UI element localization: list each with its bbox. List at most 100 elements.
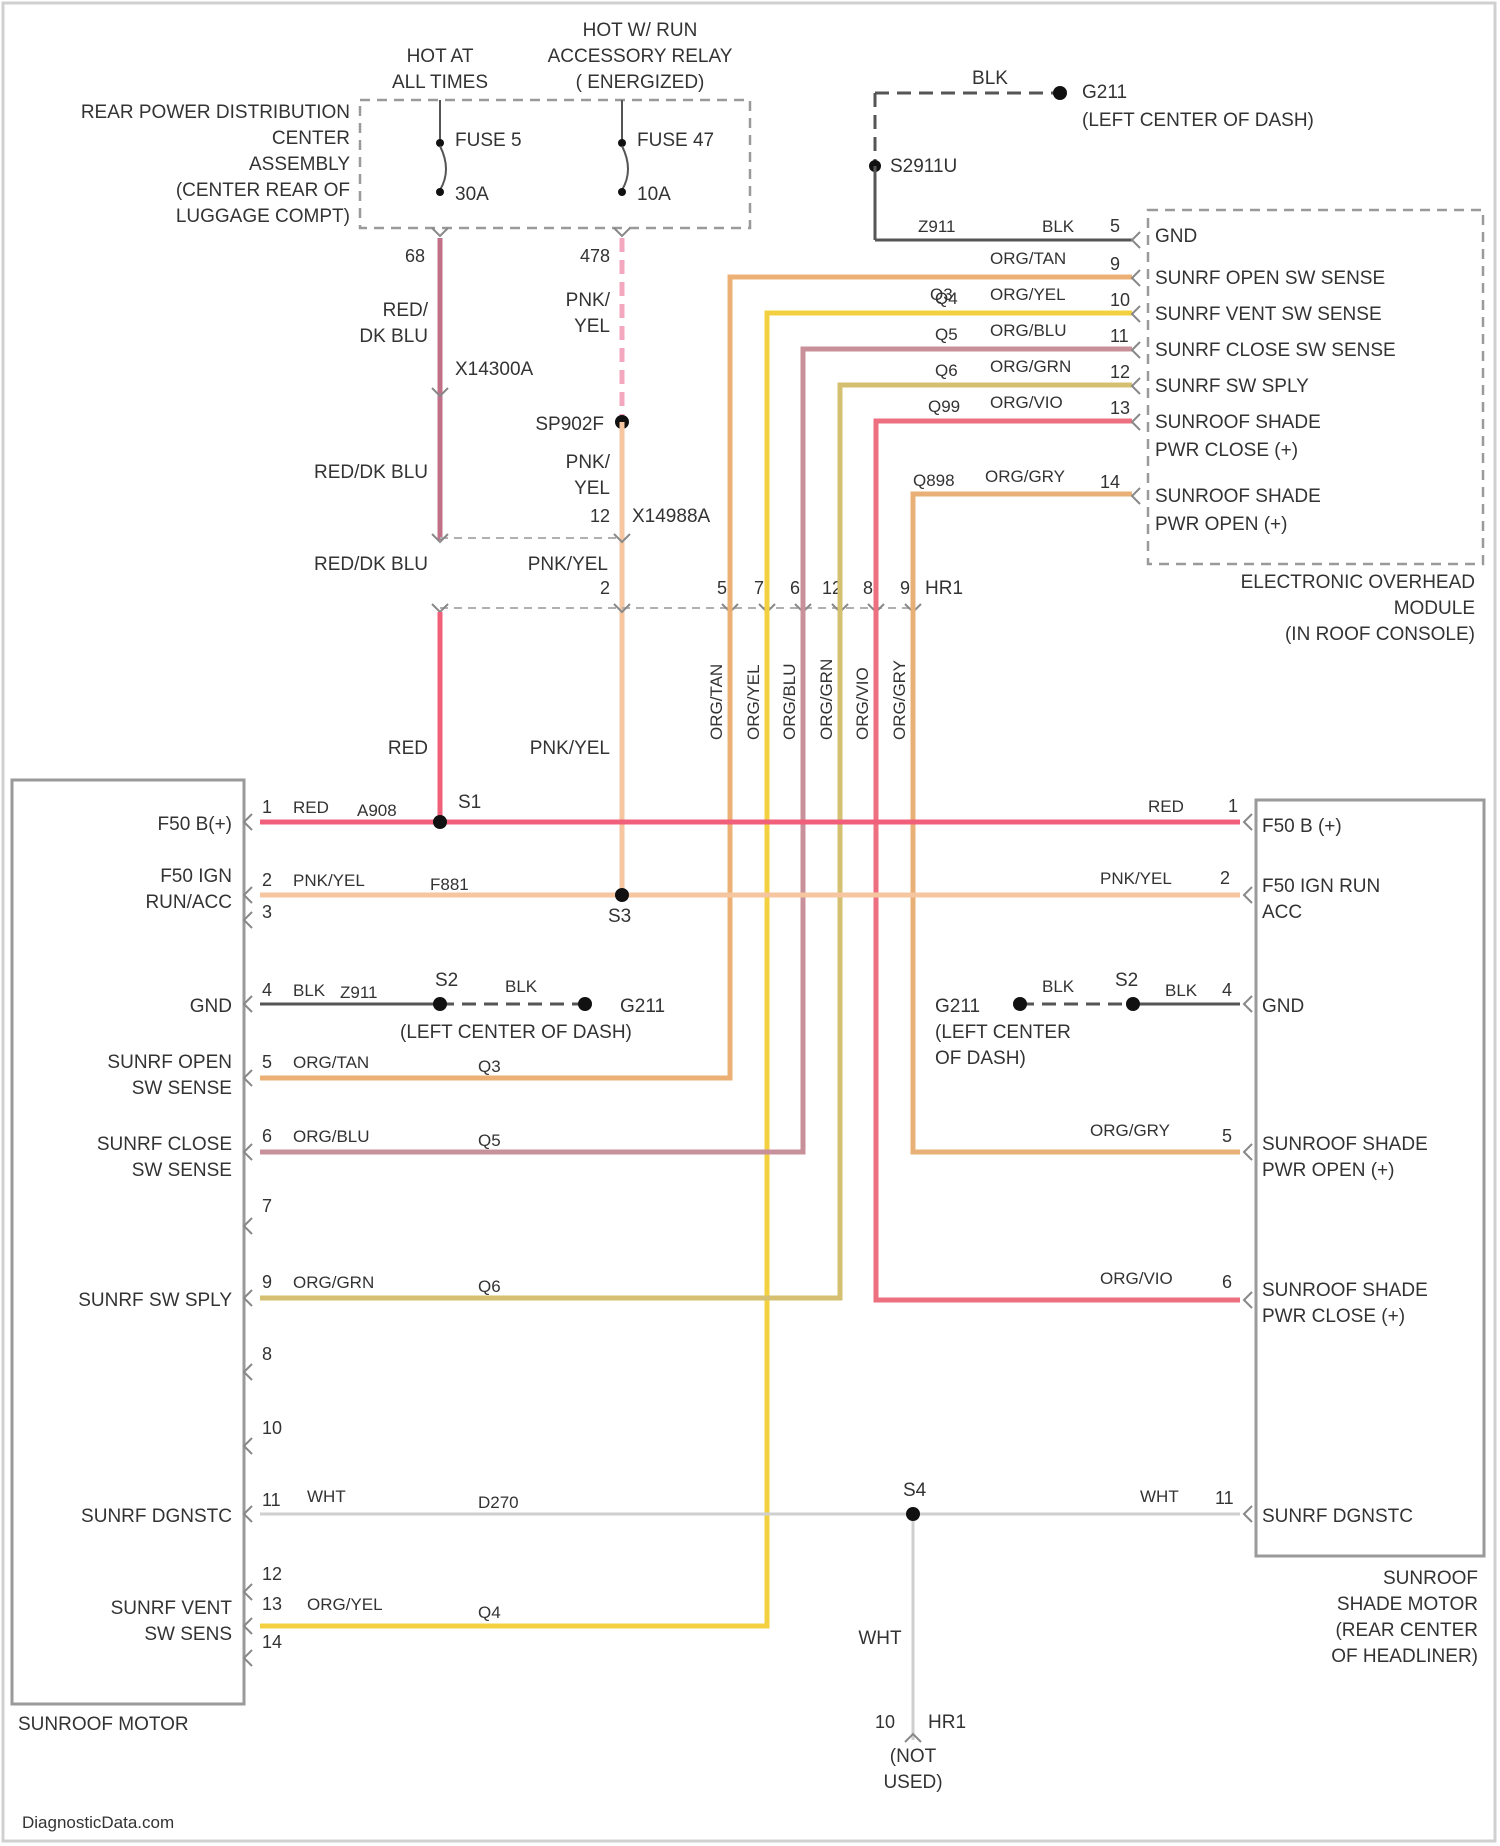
label-red-dkblu-2b: RED/DK BLU (314, 462, 428, 483)
motor-color-6: ORG/BLU (293, 1127, 370, 1146)
motor-label-11: SUNRF DGNSTC (81, 1506, 232, 1527)
hot-w-run-2: ACCESSORY RELAY (548, 46, 733, 67)
pin-12: 12 (590, 506, 610, 526)
motor-pin-12: 12 (262, 1564, 282, 1584)
hot-at-all-times-1: HOT AT (407, 46, 474, 67)
label-pnk-yel-5: PNK/YEL (528, 554, 608, 575)
eom-label-2: SUNRF VENT SW SENSE (1155, 304, 1382, 325)
motor-pin-11: 11 (262, 1490, 281, 1510)
shade-s2: S2 (1115, 970, 1138, 991)
rear-pdc-label-4: (CENTER REAR OF (176, 180, 350, 201)
motor-pin-4: 4 (262, 980, 272, 1000)
vlabel-org-blu: ORG/BLU (780, 663, 799, 740)
hr1-pin-b: 7 (754, 578, 764, 598)
label-pnk-yel-6: PNK/YEL (530, 738, 610, 759)
splice-s2-left (433, 997, 447, 1011)
label-pnk-yel-1: PNK/ (566, 290, 611, 311)
eom-pin-0: 5 (1110, 216, 1120, 236)
eom-color-2: ORG/YEL (990, 285, 1066, 304)
motor-circuit-5: Q3 (478, 1057, 501, 1076)
motor-color-2: PNK/YEL (293, 871, 365, 890)
label-pnk-yel-4: YEL (574, 478, 610, 499)
eom-label-0: GND (1155, 226, 1197, 247)
shade-color-2: PNK/YEL (1100, 869, 1172, 888)
motor-color-9: ORG/GRN (293, 1273, 374, 1292)
shade-pin-2: 2 (1220, 868, 1230, 888)
watermark: DiagnosticData.com (22, 1813, 174, 1832)
eom-label-5: SUNROOF SHADE (1155, 412, 1321, 433)
hot-w-run-1: HOT W/ RUN (583, 20, 698, 41)
shade-label-5: SUNROOF SHADE (1262, 1134, 1428, 1155)
label-wht-bottom: WHT (858, 1628, 902, 1649)
eom-circuit-4: Q6 (935, 361, 958, 380)
eom-label-1: SUNRF OPEN SW SENSE (1155, 268, 1385, 289)
motor-circuit-4: Z911 (340, 983, 378, 1002)
shade-pin-6: 6 (1222, 1272, 1232, 1292)
shade-color-6: ORG/VIO (1100, 1269, 1173, 1288)
motor-color-4: BLK (293, 981, 326, 1000)
hr1-pin-c: 6 (790, 578, 800, 598)
motor-label-6: SUNRF CLOSE (97, 1134, 232, 1155)
label-s1: S1 (458, 792, 481, 813)
shade-title-4: OF HEADLINER) (1331, 1646, 1478, 1667)
label-x14988: X14988A (632, 506, 711, 527)
label-blk-left: BLK (505, 977, 538, 996)
motor-label-5: SUNRF OPEN (107, 1052, 232, 1073)
eom-label-6: SUNROOF SHADE (1155, 486, 1321, 507)
fuse-47-label: FUSE 47 (637, 130, 714, 151)
eom-pin-6: 14 (1100, 472, 1120, 492)
eom-circuit-5: Q99 (928, 397, 960, 416)
motor-label-1: F50 B(+) (158, 814, 232, 835)
hr1-label: HR1 (925, 578, 963, 599)
fuse-5-icon (440, 146, 446, 190)
pin-68: 68 (405, 246, 425, 266)
label-sp902: SP902F (535, 414, 604, 435)
motor-pin-2: 2 (262, 870, 272, 890)
hot-at-all-times-2: ALL TIMES (392, 72, 488, 93)
label-red-dkblu-2: DK BLU (359, 326, 428, 347)
motor-color-11: WHT (307, 1487, 346, 1506)
eom-circuit-6: Q898 (913, 471, 955, 490)
shade-title-1: SUNROOF (1383, 1568, 1478, 1589)
eom-color-6: ORG/GRY (985, 467, 1065, 486)
shade-label-4: GND (1262, 996, 1304, 1017)
label-pin-10-bottom: 10 (875, 1712, 895, 1732)
motor-circuit-11: D270 (478, 1493, 519, 1512)
splice-s4 (906, 1507, 920, 1521)
rear-pdc-label-2: CENTER (272, 128, 350, 149)
label-s3: S3 (608, 906, 631, 927)
eom-pin-2: 10 (1110, 290, 1130, 310)
motor-color-1: RED (293, 798, 329, 817)
shade-color-5: ORG/GRY (1090, 1121, 1170, 1140)
ground-g211-right (1013, 997, 1027, 1011)
label-not-used-1: (NOT (890, 1746, 937, 1767)
eom-label-4: SUNRF SW SPLY (1155, 376, 1309, 397)
label-s4: S4 (903, 1480, 927, 1501)
eom-pin-4: 12 (1110, 362, 1130, 382)
wire-q99-org-vio (876, 421, 1240, 1300)
eom-title-3: (IN ROOF CONSOLE) (1285, 624, 1475, 645)
label-s2-left: S2 (435, 970, 458, 991)
motor-pin-9: 9 (262, 1272, 272, 1292)
motor-pin-7: 7 (262, 1196, 272, 1216)
eom-pin-5: 13 (1110, 398, 1130, 418)
motor-circuit-6: Q5 (478, 1131, 501, 1150)
motor-pin-6: 6 (262, 1126, 272, 1146)
rear-pdc-label-1: REAR POWER DISTRIBUTION (81, 102, 350, 123)
gt-g211: G211 (1082, 82, 1127, 103)
vlabel-org-grn: ORG/GRN (817, 659, 836, 740)
motor-label-2: F50 IGN (160, 866, 232, 887)
shade-label-6b: PWR CLOSE (+) (1262, 1306, 1405, 1327)
motor-pin-8: 8 (262, 1344, 272, 1364)
motor-pin-10: 10 (262, 1418, 282, 1438)
shade-pin-5: 5 (1222, 1126, 1232, 1146)
pin-478: 478 (580, 246, 610, 266)
motor-pin-13: 13 (262, 1594, 282, 1614)
sunroof-motor-title: SUNROOF MOTOR (18, 1714, 189, 1735)
eom-pin-3: 11 (1110, 326, 1129, 346)
motor-color-13: ORG/YEL (307, 1595, 383, 1614)
shade-g211-loc-1: (LEFT CENTER (935, 1022, 1071, 1043)
motor-pin-5: 5 (262, 1052, 272, 1072)
eom-circuit-0: Z911 (918, 217, 956, 236)
